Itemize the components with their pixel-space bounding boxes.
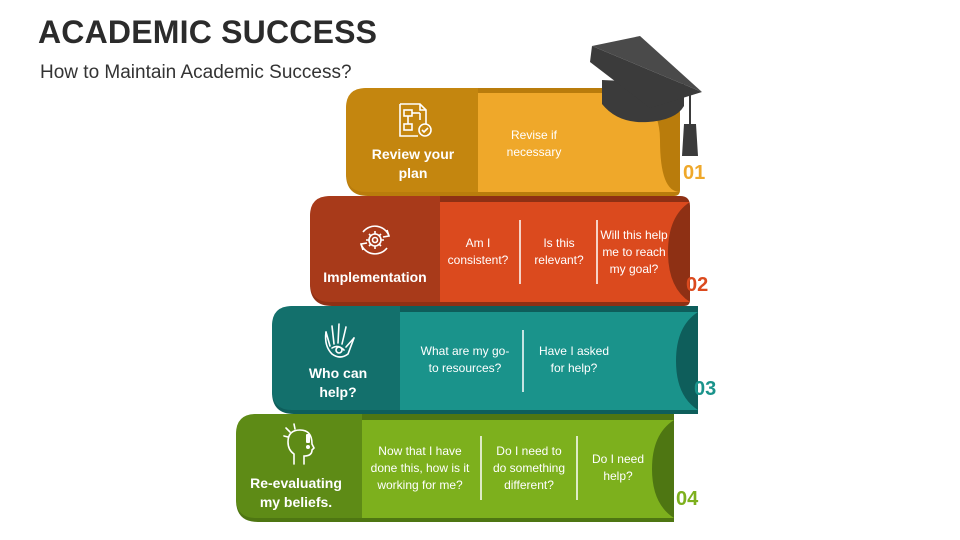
head-exclamation-icon <box>283 423 315 465</box>
step-1-number: 01 <box>683 162 706 184</box>
step-3-item-2: Have I asked for help? <box>538 344 610 375</box>
step-4-label: Re-evaluating my beliefs. <box>250 475 342 510</box>
page-title: ACADEMIC SUCCESS <box>38 14 378 50</box>
column-dividers <box>480 220 598 500</box>
step-4-item-1: Now that I have done this, how is it wor… <box>370 443 470 492</box>
page-subtitle: How to Maintain Academic Success? <box>40 62 352 83</box>
graduation-cap-icon <box>590 36 702 156</box>
step-3-left <box>272 306 400 410</box>
step-2-item-1: Am I consistent? <box>447 236 509 267</box>
step-1-label: Review your plan <box>371 146 455 181</box>
step-2-right <box>440 202 690 302</box>
step-2-item-2: Is this relevant? <box>534 236 584 267</box>
step-4-item-3: Do I need help? <box>591 452 645 483</box>
helping-hand-icon <box>324 323 355 358</box>
step-2-item-3: Will this help me to reach my goal? <box>600 227 668 276</box>
step-3-number: 03 <box>694 378 717 400</box>
step-3-right <box>400 312 698 410</box>
step-1-left <box>346 88 478 192</box>
plan-flowchart-icon <box>399 103 432 137</box>
step-4-right <box>362 420 674 518</box>
step-2-number: 02 <box>686 274 709 296</box>
step-2-label: Implementation <box>323 269 427 285</box>
gear-cycle-icon <box>359 225 391 255</box>
step-4-number: 04 <box>676 488 699 510</box>
step-3-label: Who can help? <box>308 365 368 400</box>
step-3-item-1: What are my go-to resources? <box>420 344 510 375</box>
step-4-item-2: Do I need to do something different? <box>492 443 566 492</box>
step-1-item-1: Revise if necessary <box>506 128 562 159</box>
step-4-left <box>236 414 362 518</box>
